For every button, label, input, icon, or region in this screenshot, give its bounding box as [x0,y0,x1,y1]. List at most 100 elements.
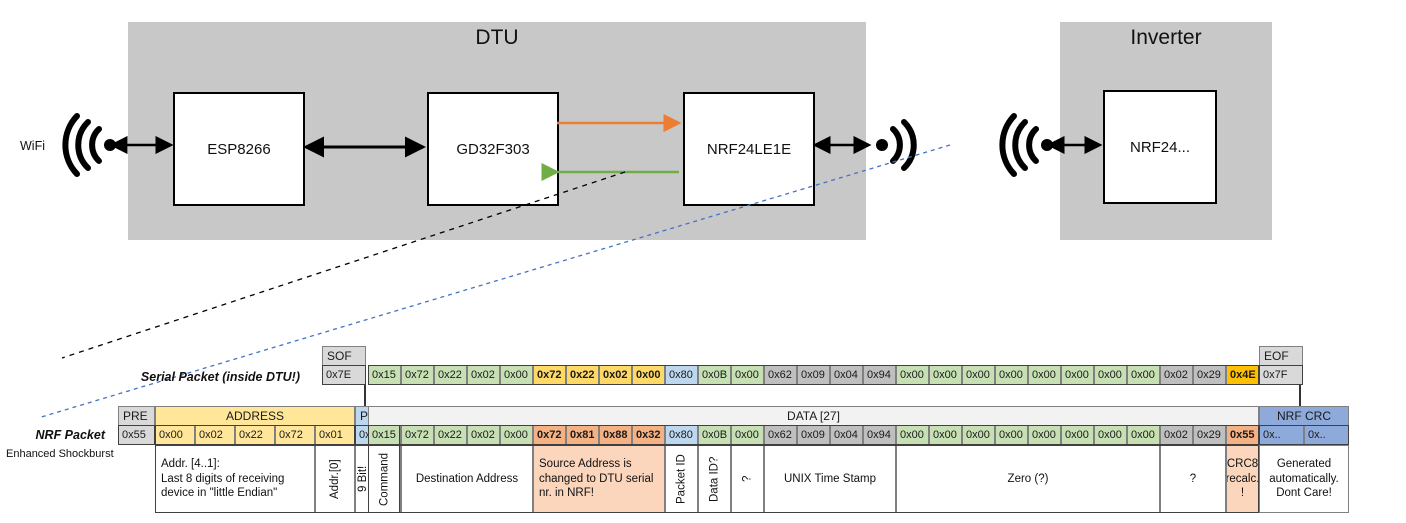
serial-byte-14: 0x04 [830,365,863,385]
nrf-crc-byte-1: 0x.. [1304,425,1349,445]
serial-byte-12: 0x62 [764,365,797,385]
nrf-byte-7: 0x88 [599,425,632,445]
serial-eof-header: EOF [1259,346,1303,366]
serial-byte-17: 0x00 [929,365,962,385]
nrf-desc-unknown1: ? [731,445,764,513]
nrf-byte-6: 0x81 [566,425,599,445]
serial-packet-row-label: Serial Packet (inside DTU!) [140,370,300,384]
nrf-packet-sub-label: Enhanced Shockburst [6,448,114,460]
serial-byte-11: 0x00 [731,365,764,385]
nrf-byte-8: 0x32 [632,425,665,445]
nrf-byte-24: 0x02 [1160,425,1193,445]
nrf-pre-value: 0x55 [118,425,155,445]
serial-byte-3: 0x02 [467,365,500,385]
chip-esp8266-label: ESP8266 [207,140,271,158]
nrf-data-header: DATA [27] [368,406,1259,426]
chip-gd32f303: GD32F303 [427,92,559,206]
serial-eof-value: 0x7F [1259,365,1303,385]
wifi-antenna-icon [62,113,116,177]
nrf-byte-11: 0x00 [731,425,764,445]
chip-esp8266: ESP8266 [173,92,305,206]
serial-byte-8: 0x00 [632,365,665,385]
nrf-byte-15: 0x94 [863,425,896,445]
serial-byte-9: 0x80 [665,365,698,385]
serial-byte-26: 0x4E [1226,365,1259,385]
serial-byte-21: 0x00 [1061,365,1094,385]
dtu-title: DTU [475,26,519,49]
nrf-address-byte-1: 0x02 [195,425,235,445]
serial-byte-2: 0x22 [434,365,467,385]
serial-byte-7: 0x02 [599,365,632,385]
nrf-byte-10: 0x0B [698,425,731,445]
serial-byte-5: 0x72 [533,365,566,385]
serial-byte-10: 0x0B [698,365,731,385]
nrf-byte-3: 0x02 [467,425,500,445]
chip-nrf24: NRF24... [1103,90,1217,204]
nrf-byte-12: 0x62 [764,425,797,445]
nrf-byte-21: 0x00 [1061,425,1094,445]
nrf-desc-packet-id: Packet ID [665,445,698,513]
nrf-byte-5: 0x72 [533,425,566,445]
inverter-title: Inverter [1130,26,1202,49]
nrf-address-byte-3: 0x72 [275,425,315,445]
nrf-crc-byte-0: 0x.. [1259,425,1304,445]
nrf-byte-23: 0x00 [1127,425,1160,445]
nrf-desc-command: Command [368,445,401,513]
nrf-desc-address: Addr. [4..1]:Last 8 digits of receiving … [155,445,315,513]
serial-sof-value: 0x7E [322,365,366,385]
nrf-byte-26: 0x55 [1226,425,1259,445]
nrf-desc-addr0: Addr.[0] [315,445,355,513]
serial-byte-23: 0x00 [1127,365,1160,385]
nrf-byte-14: 0x04 [830,425,863,445]
nrf-pre-header: PRE [118,406,155,426]
nrf-byte-22: 0x00 [1094,425,1127,445]
serial-byte-15: 0x94 [863,365,896,385]
serial-sof-header: SOF [322,346,366,366]
nrf-desc-destination: Destination Address [401,445,533,513]
chip-nrf24-label: NRF24... [1129,138,1190,156]
wifi-label: WiFi [20,139,45,153]
nrf-byte-16: 0x00 [896,425,929,445]
serial-byte-13: 0x09 [797,365,830,385]
nrf-desc-crc-note: Generated automatically. Dont Care! [1259,445,1349,513]
nrf-byte-25: 0x29 [1193,425,1226,445]
nrf-desc-crc8: CRC8 recalc. ! [1226,445,1259,513]
serial-byte-6: 0x22 [566,365,599,385]
nrf-byte-0: 0x15 [368,425,401,445]
nrf-byte-9: 0x80 [665,425,698,445]
chip-gd32f303-label: GD32F303 [456,140,530,158]
chip-nrf24le1e: NRF24LE1E [683,92,815,206]
nrf-desc-zero: Zero (?) [896,445,1160,513]
nrf-address-byte-4: 0x01 [315,425,355,445]
nrf-byte-4: 0x00 [500,425,533,445]
nrf-desc-data-id: Data ID? [698,445,731,513]
chip-nrf24le1e-label: NRF24LE1E [706,140,792,158]
nrf-address-byte-0: 0x00 [155,425,195,445]
serial-byte-4: 0x00 [500,365,533,385]
nrf-address-byte-2: 0x22 [235,425,275,445]
serial-byte-16: 0x00 [896,365,929,385]
nrf-desc-timestamp: UNIX Time Stamp [764,445,896,513]
nrf-byte-20: 0x00 [1028,425,1061,445]
serial-byte-1: 0x72 [401,365,434,385]
serial-byte-24: 0x02 [1160,365,1193,385]
nrf-packet-row-label: NRF Packet [35,428,105,442]
serial-byte-22: 0x00 [1094,365,1127,385]
serial-byte-25: 0x29 [1193,365,1226,385]
inverter-rf-antenna-icon [999,113,1053,177]
nrf-crc-header: NRF CRC [1259,406,1349,426]
dtu-rf-antenna-icon [876,119,917,171]
serial-byte-18: 0x00 [962,365,995,385]
nrf-byte-1: 0x72 [401,425,434,445]
nrf-byte-17: 0x00 [929,425,962,445]
nrf-byte-13: 0x09 [797,425,830,445]
serial-byte-19: 0x00 [995,365,1028,385]
nrf-byte-19: 0x00 [995,425,1028,445]
nrf-address-header: ADDRESS [155,406,355,426]
nrf-byte-18: 0x00 [962,425,995,445]
nrf-desc-unknown2: ? [1160,445,1226,513]
serial-byte-20: 0x00 [1028,365,1061,385]
nrf-desc-source: Source Address is changed to DTU serial … [533,445,665,513]
nrf-byte-2: 0x22 [434,425,467,445]
serial-byte-0: 0x15 [368,365,401,385]
